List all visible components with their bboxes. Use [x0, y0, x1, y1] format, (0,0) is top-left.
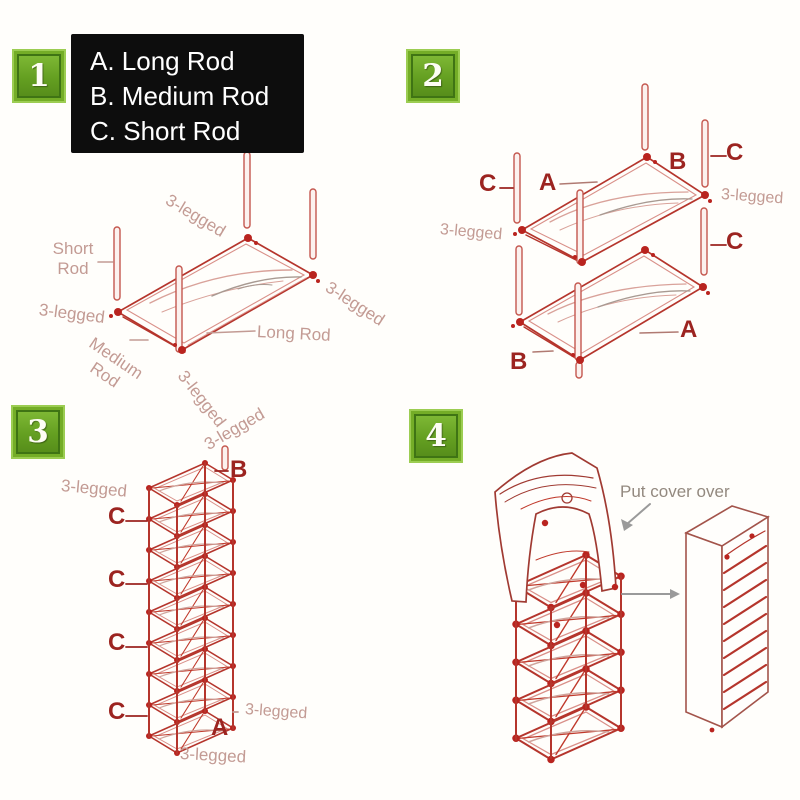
label-put-cover-over: Put cover over: [620, 482, 730, 501]
label-letter-a: A: [680, 316, 698, 343]
step3-tower-drawing: [125, 445, 239, 757]
label-letter-c: C: [108, 698, 126, 725]
step1-badge: 1: [14, 51, 64, 101]
step4-badge: 4: [411, 411, 461, 461]
legend-line-b: B. Medium Rod: [90, 81, 270, 111]
label-short-rod: Short Rod: [52, 239, 94, 278]
cover-outline: [494, 452, 617, 603]
label-letter-c: C: [108, 503, 126, 530]
louver-slats: [722, 544, 768, 711]
corner-posts: [148, 462, 234, 755]
rod: [175, 265, 183, 353]
arrow-down-to-rack: [621, 503, 651, 531]
label-letter-c: C: [479, 170, 497, 197]
label-letter-b: B: [510, 348, 528, 375]
legend-line-c: C. Short Rod: [90, 116, 241, 146]
rod-legend-box: A. Long Rod B. Medium Rod C. Short Rod: [71, 34, 304, 153]
label-letter-c: C: [108, 566, 126, 593]
legend-line-a: A. Long Rod: [90, 46, 235, 76]
label-letter-c: C: [108, 629, 126, 656]
label-letter-b: B: [230, 456, 248, 483]
short-rod: [113, 226, 121, 301]
step2-badge: 2: [408, 51, 458, 101]
step3-badge: 3: [13, 407, 63, 457]
finished-covered-rack: [684, 505, 770, 733]
rod: [243, 151, 251, 229]
label-letter-c: C: [726, 139, 744, 166]
arrow-to-finished-rack: [621, 589, 680, 599]
step1-shelf-panel-drawing: [97, 151, 320, 354]
rod: [309, 188, 317, 260]
step4-cover-drawing: [494, 452, 770, 765]
step2-two-shelves-drawing: [499, 83, 727, 379]
label-letter-a: A: [211, 714, 229, 741]
label-long-rod: Long Rod: [256, 322, 332, 345]
label-letter-a: A: [539, 169, 557, 196]
label-3-legged: 3-legged: [720, 186, 784, 208]
label-3-legged: 3-legged: [179, 744, 247, 767]
label-3-legged: 3-legged: [244, 701, 308, 723]
corner-connectors: [109, 234, 320, 354]
label-letter-c: C: [726, 228, 744, 255]
label-letter-b: B: [669, 148, 687, 175]
